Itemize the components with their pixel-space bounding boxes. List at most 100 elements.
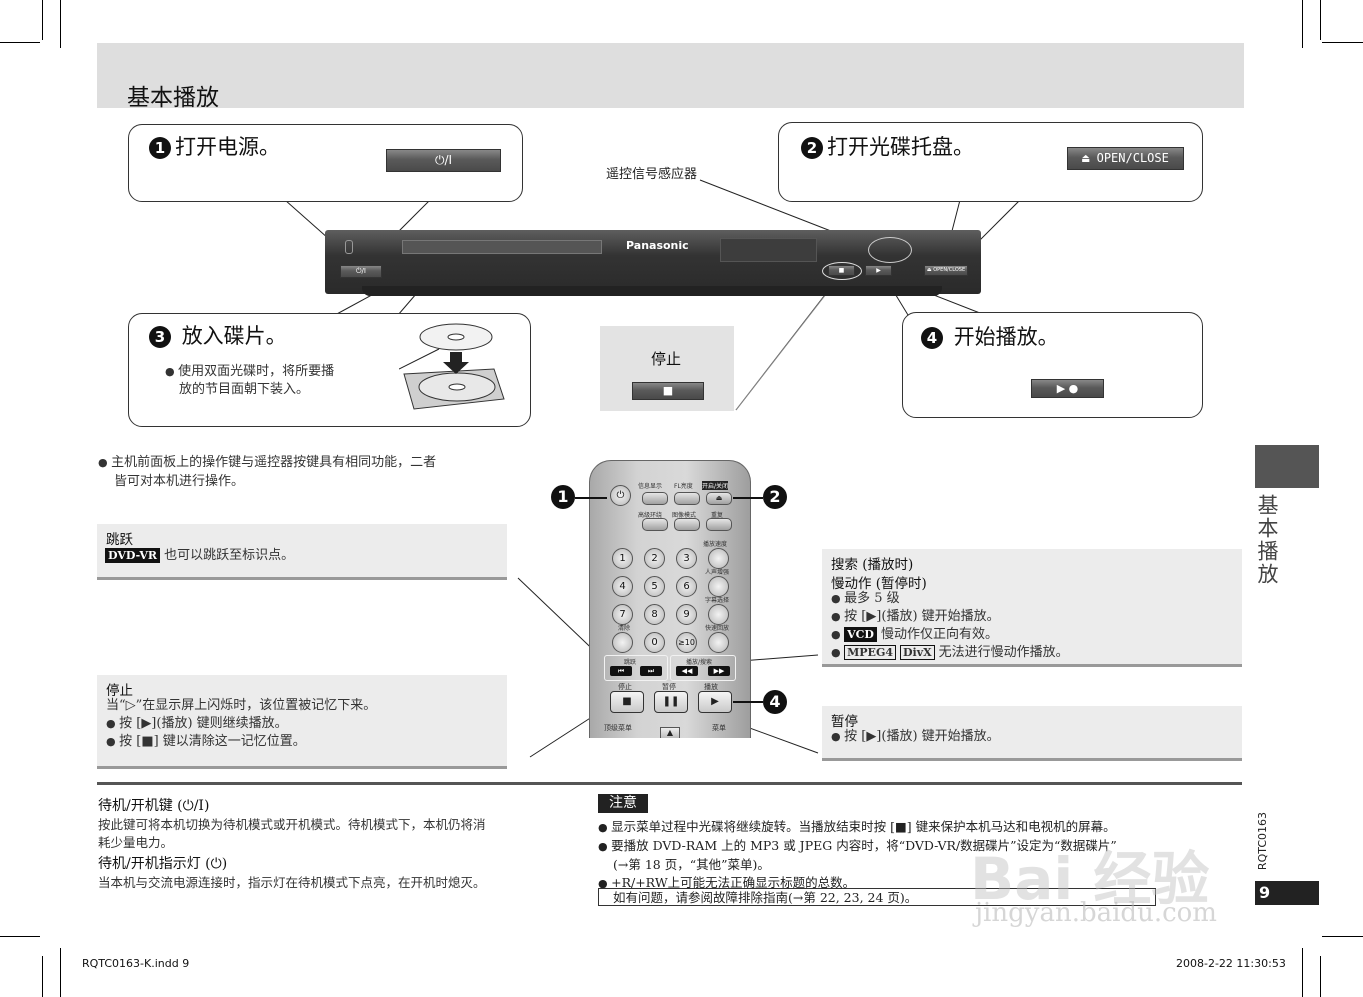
remote-label: 高级环绕 (638, 512, 663, 519)
info-button[interactable] (642, 492, 668, 505)
num-button[interactable]: 9 (676, 604, 697, 625)
callout-connector (575, 497, 607, 499)
num-button[interactable]: 1 (612, 548, 633, 569)
panel-heading: 暂停 (831, 714, 858, 730)
step-title-text: 打开电源。 (175, 135, 280, 159)
remote-label: 暂停 (662, 683, 676, 691)
step3-callout: 3 放入碟片。 使用双面光碟时，将所要播 放的节目面朝下装入。 (128, 313, 531, 427)
callout-connector (733, 497, 763, 499)
step-title-text: 开始播放。 (953, 325, 1059, 349)
crop-mark (60, 0, 61, 48)
skip-forward-button[interactable]: ⏭ (640, 666, 662, 676)
picture-mode-button[interactable] (674, 518, 700, 531)
num-button[interactable]: 7 (612, 604, 633, 625)
remote-pause-button[interactable]: ❚❚ (654, 691, 688, 713)
num-button[interactable]: 2 (644, 548, 665, 569)
remote-label: 开启/关闭 (702, 481, 729, 490)
skip-highlight (604, 655, 668, 681)
panel-text: 也可以跳跃至标识点。 (164, 548, 295, 563)
step3-note: 使用双面光碟时，将所要播 放的节目面朝下装入。 (165, 363, 334, 399)
num-button[interactable]: 6 (676, 576, 697, 597)
playback-speed-button[interactable] (708, 548, 729, 569)
rewind-button[interactable]: ◀◀ (676, 666, 698, 676)
callout-connector (733, 701, 763, 703)
stop-panel: 停止 当“▷”在显示屏上闪烁时，该位置被记忆下来。 按 [▶](播放) 键则继续… (97, 675, 507, 769)
power-button[interactable]: ⏻/I (386, 149, 501, 172)
remote-label: 顶级菜单 (604, 724, 632, 732)
remote-label: 人声增强 (705, 569, 730, 576)
crop-mark (1302, 0, 1303, 48)
panel-heading: 搜索 (播放时) (831, 557, 914, 573)
remote-open-close-button[interactable]: ⏏ (706, 492, 732, 505)
body-text: 按此键可将本机切换为待机模式或开机模式。待机模式下，本机仍将消 (98, 817, 486, 832)
step4-title: 4 开始播放。 (921, 321, 1059, 351)
note-line: 皆可对本机进行操作。 (114, 474, 245, 489)
sensor-label: 遥控信号感应器 (606, 167, 698, 182)
crop-mark (1320, 0, 1321, 40)
panel-line: 当“▷”在显示屏上闪烁时，该位置被记忆下来。 (106, 698, 377, 713)
remote-callout-number: 4 (763, 690, 787, 714)
panel-heading: 慢动作 (暂停时) (831, 576, 927, 592)
page-number: 9 (1255, 881, 1319, 905)
panel-line: 按 [▶](播放) 键则继续播放。 (106, 715, 288, 733)
stop-highlight-ring (822, 262, 862, 280)
skip-back-button[interactable]: ⏮ (610, 666, 632, 676)
disc-tray (402, 240, 602, 254)
repeat-button[interactable] (706, 518, 732, 531)
power-indicator (345, 240, 353, 254)
search-panel: 搜索 (播放时) 慢动作 (暂停时) 最多 5 级 按 [▶](播放) 键开始播… (822, 549, 1242, 667)
standby-indicator-heading: 待机/开机指示灯 (⏻) (98, 856, 228, 872)
body-text: 耗少量电力。 (98, 835, 174, 850)
player-power-button[interactable]: ⏻/I (340, 265, 382, 278)
panel-heading: 跳跃 (106, 532, 133, 548)
up-arrow-button[interactable]: ▲ (660, 727, 680, 738)
fast-forward-button[interactable]: ▶▶ (708, 666, 730, 676)
remote-play-button[interactable]: ▶ (698, 691, 732, 713)
num-button[interactable]: 5 (644, 576, 665, 597)
vcd-tag: VCD (844, 627, 877, 642)
panel-text: 无法进行慢动作播放。 (938, 645, 1069, 660)
footer-file: RQTC0163-K.indd 9 (82, 957, 190, 970)
num-button[interactable]: ≥10 (676, 632, 697, 653)
watermark-url: jingyan.baidu.com (975, 898, 1217, 928)
fl-dimmer-button[interactable] (674, 492, 700, 505)
crop-mark (42, 0, 43, 40)
player-play-button[interactable]: ▶ (865, 265, 892, 276)
remote-callout-number: 2 (763, 485, 787, 509)
num-button[interactable]: 8 (644, 604, 665, 625)
subtitle-button[interactable] (708, 604, 729, 625)
stop-box-title: 停止 (651, 350, 682, 368)
step-title-text: 打开光碟托盘。 (827, 135, 974, 159)
crop-mark (60, 948, 61, 997)
remote-label: 重复 (711, 512, 724, 519)
remote-label: 字幕选择 (705, 597, 730, 604)
search-highlight (670, 655, 736, 681)
num-button[interactable]: 0 (644, 632, 665, 653)
num-button[interactable]: 3 (676, 548, 697, 569)
remote-label: 快速回放 (705, 625, 730, 632)
open-close-button[interactable]: ⏏ OPEN/CLOSE (1067, 147, 1184, 170)
brand-logo: Panasonic (626, 239, 689, 252)
intro-note: 主机前面板上的操作键与遥控器按键具有相同功能，二者 皆可对本机进行操作。 (98, 453, 436, 491)
cancel-button[interactable] (612, 632, 633, 653)
note-line: 主机前面板上的操作键与遥控器按键具有相同功能，二者 (98, 453, 436, 472)
step-title-text: 放入碟片。 (181, 324, 287, 348)
divider-rule (97, 782, 1242, 785)
remote-power-button[interactable]: ⏻ (610, 485, 631, 506)
remote-label: 信息显示 (638, 483, 663, 490)
play-button[interactable]: ▶ ● (1031, 379, 1104, 398)
stop-button[interactable]: ■ (632, 382, 704, 400)
num-button[interactable]: 4 (612, 576, 633, 597)
remote-control: ⏻ 信息显示 FL亮度 开启/关闭 ⏏ 高级环绕 图像模式 重复 播放速度 1 … (589, 460, 751, 738)
player-open-button[interactable]: ⏏ OPEN/CLOSE (924, 265, 968, 276)
dialog-enhance-button[interactable] (708, 576, 729, 597)
mpeg4-tag: MPEG4 (844, 645, 896, 660)
surround-button[interactable] (642, 518, 668, 531)
remote-stop-button[interactable]: ■ (610, 691, 644, 713)
notice-heading: 注意 (598, 794, 648, 813)
disc-insert-icon (399, 323, 505, 410)
quick-replay-button[interactable] (708, 632, 729, 653)
crop-mark (1322, 936, 1363, 937)
